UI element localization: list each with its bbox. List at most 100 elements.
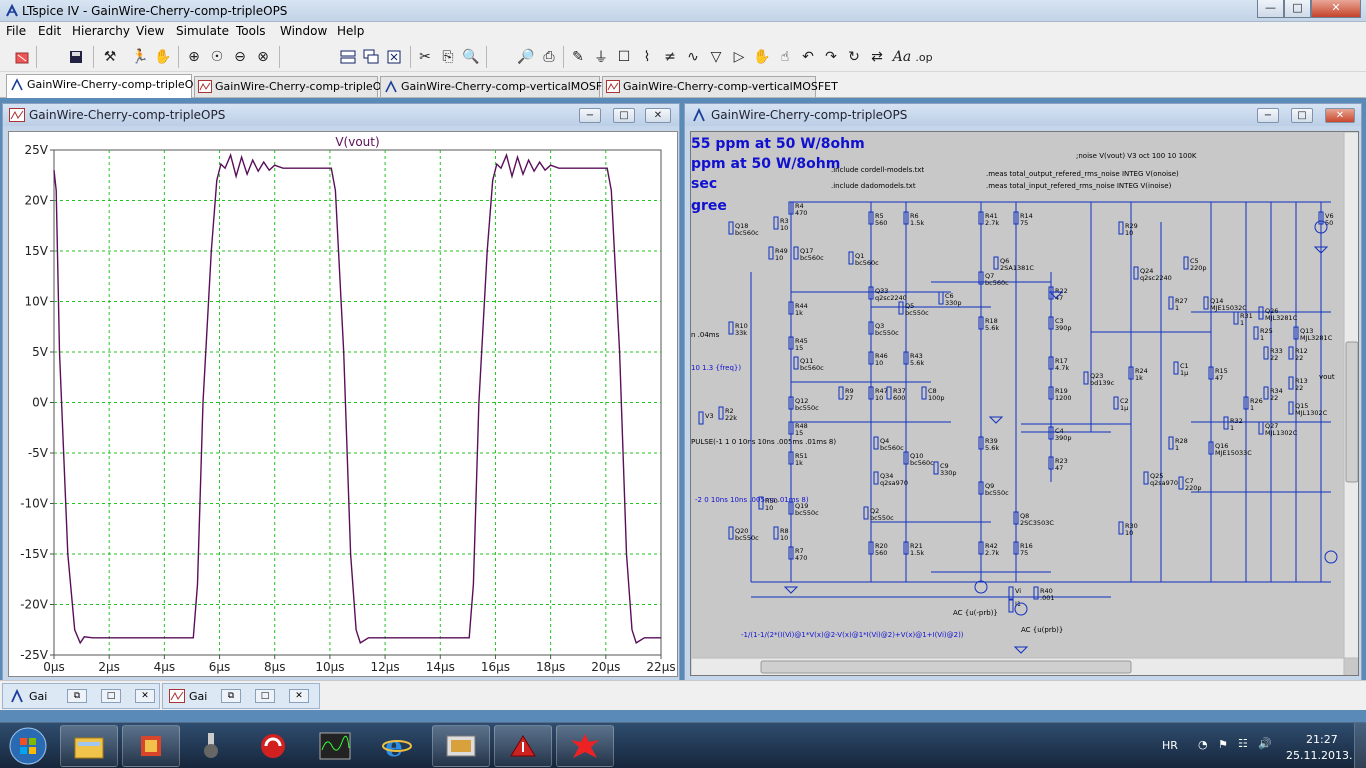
ground-symbol (1313, 246, 1329, 254)
draw-wire-icon[interactable]: ✎ (572, 49, 584, 65)
component-symbol (921, 386, 927, 400)
undo-icon[interactable]: ↶ (802, 49, 814, 65)
run-icon[interactable]: 🏃 (131, 49, 149, 65)
menu-tools[interactable]: Tools (236, 24, 266, 38)
component-ref: V6 (1325, 212, 1334, 220)
menu-edit[interactable]: Edit (38, 24, 62, 38)
tab-waveform-tripleOPS[interactable]: GainWire-Cherry-comp-tripleOPS (194, 76, 395, 97)
volume-icon[interactable]: 🔊 (1258, 737, 1272, 750)
flag-icon[interactable]: ⚑ (1218, 738, 1228, 751)
tile-horizontal-icon[interactable] (338, 47, 358, 67)
print-icon[interactable]: ⎙ (543, 49, 555, 65)
schematic-minimize-button[interactable]: − (1257, 108, 1279, 123)
waveform-restore-button[interactable]: □ (613, 108, 635, 123)
component-ref: R48 (795, 422, 808, 430)
file-explorer-icon[interactable] (60, 725, 118, 767)
schematic-restore-button[interactable]: □ (1291, 108, 1313, 123)
archive-icon[interactable] (122, 725, 180, 767)
control-panel-icon[interactable]: ⚒ (103, 49, 117, 65)
internet-explorer-icon[interactable]: e (368, 725, 426, 767)
network-icon[interactable]: ☷ (1238, 737, 1248, 750)
mirror-icon[interactable]: ⇄ (871, 49, 883, 65)
ground-icon[interactable]: ⏚ (594, 50, 608, 66)
antivirus-icon[interactable] (244, 725, 302, 767)
minimized-restore-button[interactable]: ⧉ (221, 689, 241, 703)
clock-time[interactable]: 21:27 (1306, 733, 1338, 746)
drag-icon[interactable]: ☝ (780, 49, 790, 65)
inductor-icon[interactable]: ∿ (687, 49, 699, 65)
menu-hierarchy[interactable]: Hierarchy (72, 24, 131, 38)
minimized-waveform-window[interactable]: Gai ⧉ □ ✕ (162, 683, 320, 709)
tab-waveform-verticalMOSFET[interactable]: GainWire-Cherry-comp-verticalMOSFET (602, 76, 838, 97)
menu-view[interactable]: View (136, 24, 165, 38)
wifi-icon[interactable]: ◔ (1198, 738, 1208, 751)
zoom-out-icon[interactable]: ⊖ (234, 49, 246, 65)
rotate-icon[interactable]: ↻ (848, 49, 860, 65)
zoom-in-icon[interactable]: ⊕ (188, 49, 200, 65)
zoom-cancel-icon[interactable]: ⊗ (257, 49, 269, 65)
component-ref: Q11 (800, 357, 813, 365)
show-desktop-button[interactable] (1354, 723, 1366, 768)
maximize-button[interactable]: □ (1284, 0, 1311, 18)
capacitor-icon[interactable]: ≠ (664, 49, 676, 65)
language-indicator[interactable]: HR (1162, 739, 1178, 752)
halt-icon[interactable]: ✋ (154, 49, 172, 65)
minimize-button[interactable]: — (1257, 0, 1284, 18)
menu-help[interactable]: Help (337, 24, 365, 38)
close-button[interactable]: ✕ (1311, 0, 1361, 18)
ltspice-icon[interactable] (494, 725, 552, 767)
cascade-icon[interactable] (361, 47, 381, 67)
menu-file[interactable]: File (6, 24, 27, 38)
redo-icon[interactable]: ↷ (825, 49, 837, 65)
diode-icon[interactable]: ▽ (710, 49, 722, 65)
open-icon[interactable] (12, 47, 32, 67)
minimized-close-button[interactable]: ✕ (135, 689, 155, 703)
minimized-maximize-button[interactable]: □ (101, 689, 121, 703)
menu-simulate[interactable]: Simulate (176, 24, 230, 38)
x-tick-label: 16µs (481, 660, 510, 674)
component-value: 470 (795, 209, 807, 217)
resistor-icon[interactable]: ⌇ (643, 49, 651, 65)
x-tick-label: 6µs (209, 660, 231, 674)
tab-schematic-tripleOPS[interactable]: GainWire-Cherry-comp-tripleOPS (6, 74, 207, 98)
schematic-close-button[interactable]: ✕ (1325, 108, 1355, 123)
save-icon[interactable] (66, 47, 86, 67)
minimized-schematic-window[interactable]: Gai ⧉ □ ✕ (2, 683, 160, 709)
usb-tool-icon[interactable] (182, 725, 240, 767)
paint-splash-icon[interactable] (556, 725, 614, 767)
copy-icon[interactable]: ⎘ (442, 49, 454, 65)
move-icon[interactable]: ✋ (753, 49, 771, 65)
text-icon[interactable]: Aa (892, 49, 912, 65)
start-orb-icon[interactable] (2, 724, 54, 768)
presentation-icon[interactable] (432, 725, 490, 767)
spice-directive-icon[interactable]: .op (915, 50, 933, 64)
component-value: MJL1302C (1295, 409, 1328, 417)
close-window-icon[interactable] (384, 47, 404, 67)
print-preview-icon[interactable]: 🔎 (517, 49, 535, 65)
schematic-window-titlebar: GainWire-Cherry-comp-tripleOPS − □ ✕ (685, 104, 1361, 126)
component-value: 10 (765, 504, 773, 512)
clock-date[interactable]: 25.11.2013. (1286, 749, 1353, 762)
minimized-close-button[interactable]: ✕ (289, 689, 309, 703)
cut-icon[interactable]: ✂ (419, 49, 431, 65)
component-symbol (773, 526, 779, 540)
waveform-minimize-button[interactable]: − (579, 108, 601, 123)
minimized-maximize-button[interactable]: □ (255, 689, 275, 703)
oscilloscope-icon[interactable] (306, 725, 364, 767)
menu-window[interactable]: Window (280, 24, 328, 38)
schematic-window: GainWire-Cherry-comp-tripleOPS − □ ✕ 55 … (684, 103, 1362, 681)
minimized-restore-button[interactable]: ⧉ (67, 689, 87, 703)
component-ref: R49 (775, 247, 788, 255)
component-icon[interactable]: ▷ (733, 49, 745, 65)
component-symbol (1008, 599, 1014, 613)
zoom-rect-icon[interactable]: ☉ (210, 49, 224, 65)
waveform-close-button[interactable]: ✕ (645, 108, 671, 123)
find-icon[interactable]: 🔍 (462, 49, 480, 65)
label-icon[interactable]: ☐ (617, 49, 631, 65)
tab-schematic-verticalMOSFET[interactable]: GainWire-Cherry-comp-verticalMOSFET (380, 76, 616, 97)
component-symbol (728, 526, 734, 540)
